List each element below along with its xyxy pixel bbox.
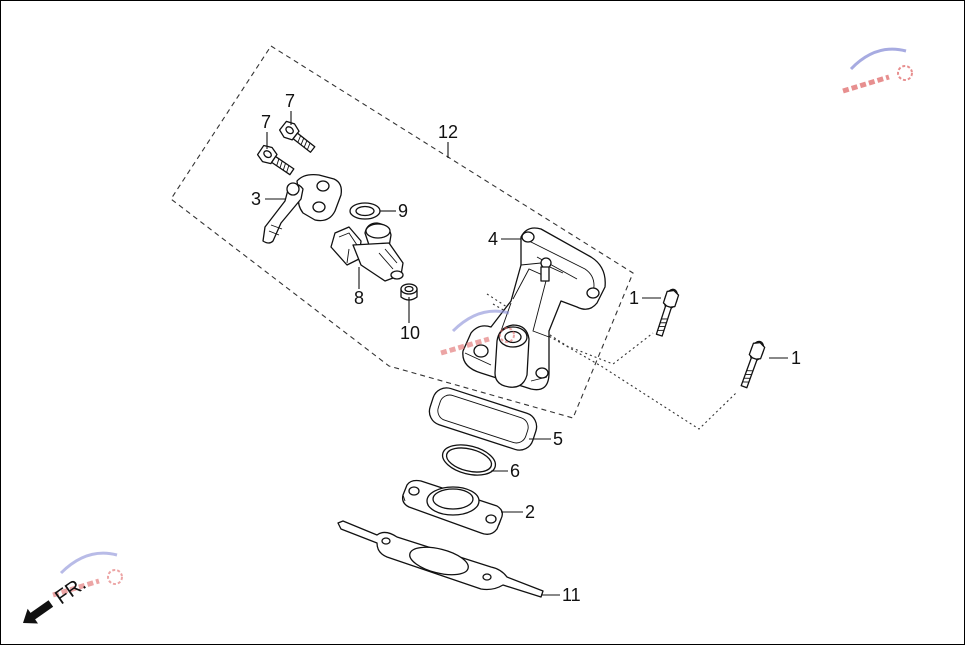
front-label: FR. xyxy=(51,573,90,610)
leader-lines xyxy=(265,111,788,596)
watermark-logo-top-right xyxy=(842,47,913,94)
bolt-1-lower xyxy=(740,340,766,389)
callout-1-lower: 1 xyxy=(791,348,801,368)
callout-1-upper: 1 xyxy=(629,288,639,308)
callout-2: 2 xyxy=(525,502,535,522)
callout-12: 12 xyxy=(438,122,458,142)
bolt-alignment-line-lower xyxy=(492,303,737,430)
callout-8: 8 xyxy=(354,288,364,308)
bolt-1-upper xyxy=(655,288,680,337)
front-direction-indicator: FR. xyxy=(23,573,90,624)
part-9-o-ring xyxy=(349,202,381,220)
part-2-insulator xyxy=(401,479,503,535)
part-8-fuel-injector xyxy=(330,222,404,282)
bolt-7-lower xyxy=(256,144,295,176)
callout-10: 10 xyxy=(400,323,420,343)
part-10-seal xyxy=(400,283,418,301)
callout-4: 4 xyxy=(488,229,498,249)
watermark-logo-bottom-left xyxy=(52,551,123,598)
part-3-bracket xyxy=(262,173,342,244)
part-5-gasket xyxy=(428,387,538,451)
callout-9: 9 xyxy=(398,201,408,221)
callout-6: 6 xyxy=(510,461,520,481)
callout-11: 11 xyxy=(562,585,581,605)
part-11-gasket xyxy=(337,520,544,598)
callout-7-lower: 7 xyxy=(261,112,271,132)
part-6-ring xyxy=(441,444,497,476)
assembly-12-outline xyxy=(170,45,634,419)
bolt-7-upper xyxy=(278,120,316,153)
callout-7-upper: 7 xyxy=(285,91,295,111)
part-4-intake-manifold xyxy=(462,227,606,391)
watermark-logo-center xyxy=(440,309,515,356)
callout-5: 5 xyxy=(553,429,563,449)
bolt-alignment-line-upper xyxy=(486,293,654,365)
arrow-down-left-icon xyxy=(23,600,54,624)
callout-3: 3 xyxy=(251,189,261,209)
